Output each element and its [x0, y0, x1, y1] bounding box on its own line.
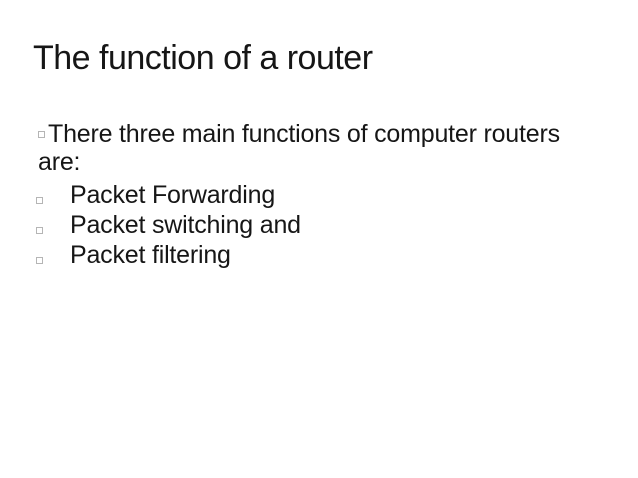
bullet-text: Packet Forwarding [70, 181, 276, 209]
bullet-list: Packet Forwarding Packet switching and P… [0, 180, 638, 270]
intro-paragraph: There three main functions of computer r… [38, 120, 586, 176]
bullet-square-icon [36, 197, 43, 204]
bullet-text: Packet filtering [70, 241, 231, 269]
list-item: Packet Forwarding [0, 180, 638, 210]
bullet-square-icon [36, 257, 43, 264]
list-item: Packet switching and [0, 210, 638, 240]
bullet-square-icon [38, 131, 45, 138]
bullet-text: Packet switching and [70, 211, 301, 239]
bullet-square-icon [36, 227, 43, 234]
intro-text: There three main functions of computer r… [38, 120, 560, 176]
list-item: Packet filtering [0, 240, 638, 270]
slide-title: The function of a router [33, 39, 373, 77]
